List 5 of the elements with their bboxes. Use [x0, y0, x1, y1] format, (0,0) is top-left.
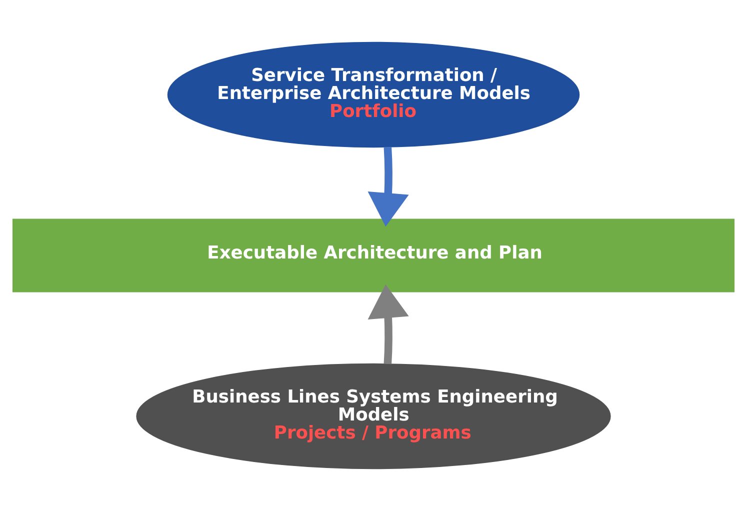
- node-ellipse: Service Transformation / Enterprise Architecture Models Portfolio: [167, 42, 580, 148]
- arrow: [368, 284, 409, 364]
- node-ellipse: Business Lines Systems Engineering Models Projects / Programs: [136, 363, 611, 470]
- node-box: Executable Architecture and Plan: [12, 218, 735, 292]
- arrow: [368, 147, 409, 227]
